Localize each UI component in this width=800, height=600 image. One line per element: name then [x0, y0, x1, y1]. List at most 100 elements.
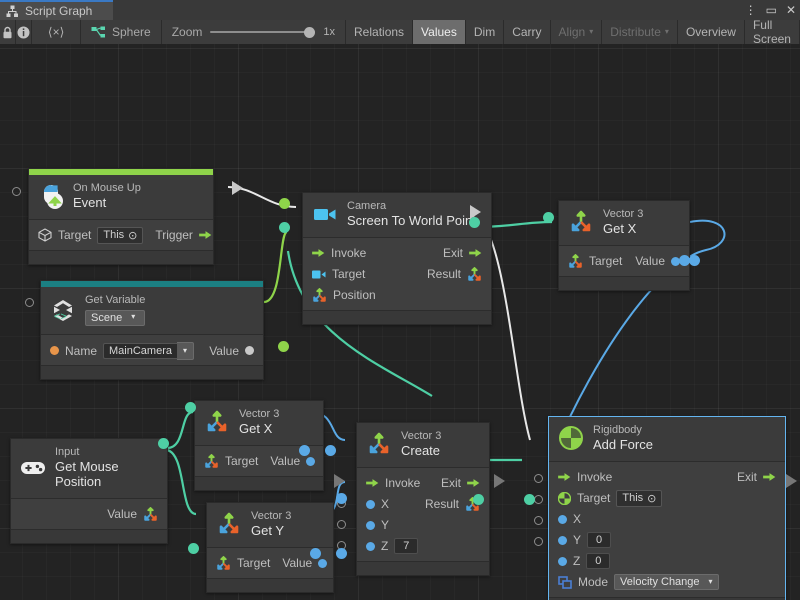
- number-field[interactable]: 0: [587, 532, 612, 549]
- wire-endpoint[interactable]: [185, 402, 196, 413]
- flow-arrow-icon[interactable]: [312, 248, 325, 258]
- vector3-port-icon[interactable]: [204, 454, 219, 468]
- flow-port-out[interactable]: [494, 474, 505, 488]
- zoom-slider-knob[interactable]: [304, 26, 316, 38]
- toolbar-button-dim[interactable]: Dim: [466, 20, 505, 44]
- float-port[interactable]: [306, 456, 316, 466]
- toolbar-button-align[interactable]: Align▾: [551, 20, 603, 44]
- toolbar-button-carry[interactable]: Carry: [504, 20, 551, 44]
- lock-button[interactable]: [0, 20, 17, 44]
- rigidbody-port-icon[interactable]: [557, 491, 572, 505]
- toolbar-button-distribute[interactable]: Distribute▾: [602, 20, 678, 44]
- float-port[interactable]: [366, 499, 375, 509]
- vector3-port-icon[interactable]: [216, 556, 231, 570]
- toolbar-button-values[interactable]: Values: [413, 20, 466, 44]
- menu-icon[interactable]: ⋮: [744, 3, 757, 17]
- vector3-port-icon[interactable]: [568, 254, 583, 268]
- flow-port-out[interactable]: [470, 205, 481, 219]
- variable-name-dropdown-button[interactable]: ▾: [176, 341, 194, 360]
- flow-arrow-icon[interactable]: [366, 478, 379, 488]
- wire-endpoint[interactable]: [543, 212, 554, 223]
- float-port[interactable]: [558, 556, 567, 566]
- wire-endpoint[interactable]: [689, 255, 700, 266]
- variable-name-port[interactable]: [50, 346, 59, 356]
- toolbar-button-full-screen[interactable]: Full Screen: [745, 18, 800, 46]
- wire-endpoint[interactable]: [524, 494, 535, 505]
- float-port[interactable]: [558, 514, 567, 524]
- flow-arrow-icon[interactable]: [469, 248, 482, 258]
- wire-endpoint[interactable]: [299, 445, 310, 456]
- flow-port-in[interactable]: [232, 181, 243, 195]
- port-stub[interactable]: [534, 474, 543, 483]
- toolbar-button-relations[interactable]: Relations: [346, 20, 414, 44]
- wire-endpoint[interactable]: [310, 548, 321, 559]
- zoom-slider[interactable]: [210, 26, 316, 38]
- wire-endpoint[interactable]: [473, 494, 484, 505]
- port-stub[interactable]: [337, 520, 346, 529]
- maximize-icon[interactable]: ▭: [765, 3, 777, 17]
- port-stub[interactable]: [534, 495, 543, 504]
- wire-endpoint[interactable]: [679, 255, 690, 266]
- wire-endpoint[interactable]: [188, 543, 199, 554]
- info-button[interactable]: [16, 20, 33, 44]
- wire-endpoint[interactable]: [469, 217, 480, 228]
- enum-port-icon[interactable]: [558, 575, 572, 589]
- float-port[interactable]: [366, 541, 375, 551]
- wire-endpoint[interactable]: [278, 341, 289, 352]
- float-port[interactable]: [318, 558, 328, 568]
- float-port[interactable]: [366, 520, 375, 530]
- target-picker-icon[interactable]: ⊙: [128, 229, 138, 242]
- breadcrumb[interactable]: ⟨×⟩: [32, 20, 81, 44]
- port-stub[interactable]: [534, 516, 543, 525]
- variable-name-field-group[interactable]: MainCamera▾: [103, 341, 194, 360]
- wire-endpoint[interactable]: [325, 445, 336, 456]
- target-picker-icon[interactable]: ⊙: [647, 492, 657, 505]
- flow-port-out[interactable]: [786, 474, 797, 488]
- port-stub[interactable]: [25, 298, 34, 307]
- this-target-button[interactable]: This⊙: [97, 226, 144, 244]
- gameobject-port-icon[interactable]: [38, 228, 52, 242]
- tab-script-graph[interactable]: Script Graph: [0, 0, 113, 20]
- toolbar-button-overview[interactable]: Overview: [678, 20, 745, 44]
- float-port[interactable]: [671, 256, 680, 266]
- flow-arrow-icon[interactable]: [558, 472, 571, 482]
- port-stub[interactable]: [534, 537, 543, 546]
- flow-arrow-icon[interactable]: [199, 230, 212, 240]
- any-value-port[interactable]: [245, 346, 254, 356]
- node-title: Screen To World Point: [347, 212, 476, 228]
- wire-endpoint[interactable]: [336, 548, 347, 559]
- this-target-label: This: [622, 492, 644, 505]
- flow-arrow-icon[interactable]: [763, 472, 776, 482]
- flow-arrow-icon[interactable]: [467, 478, 480, 488]
- wire-endpoint[interactable]: [279, 198, 290, 209]
- camera-port-icon[interactable]: [312, 269, 326, 280]
- variable-name-field[interactable]: MainCamera: [103, 342, 177, 359]
- mode-dropdown[interactable]: Velocity Change▾: [614, 574, 719, 591]
- number-field[interactable]: 0: [586, 553, 611, 570]
- float-port[interactable]: [558, 535, 567, 545]
- wire-endpoint[interactable]: [279, 222, 290, 233]
- close-icon[interactable]: ✕: [785, 3, 796, 17]
- target-object[interactable]: Sphere: [81, 20, 162, 44]
- wire-endpoint[interactable]: [336, 493, 347, 504]
- zoom-control[interactable]: Zoom 1x: [162, 20, 347, 44]
- vector3-port-icon[interactable]: [467, 267, 482, 281]
- node-kind-dropdown[interactable]: Scene▾: [85, 309, 146, 327]
- flow-port-stub[interactable]: [334, 474, 345, 488]
- wire-endpoint[interactable]: [158, 438, 169, 449]
- vector3-port-icon[interactable]: [143, 507, 158, 521]
- this-target-button[interactable]: This⊙: [616, 489, 663, 507]
- port-stub[interactable]: [12, 187, 21, 196]
- vector3-port-icon[interactable]: [312, 288, 327, 302]
- number-field[interactable]: 7: [394, 538, 419, 555]
